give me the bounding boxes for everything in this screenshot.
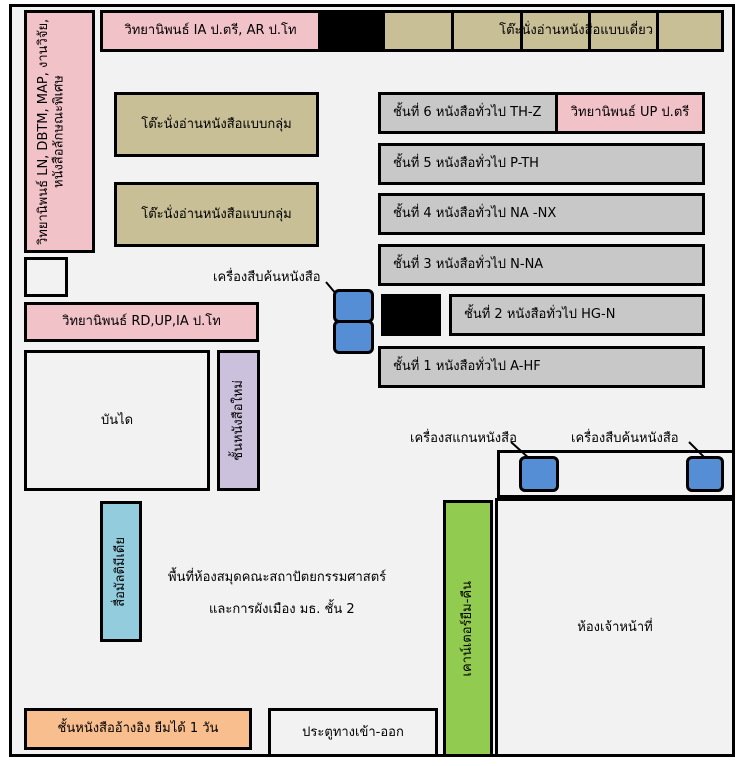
- stairs: บันได: [24, 350, 210, 491]
- shelf-5: ชั้นที่ 5 หนังสือทั่วไป P-TH: [378, 143, 705, 185]
- floor-title-line2: และการผังเมือง มธ. ชั้น 2: [209, 602, 355, 617]
- shelf-5-label: ชั้นที่ 5 หนังสือทั่วไป P-TH: [393, 156, 539, 172]
- reference-shelf: ชั้นหนังสืออ้างอิง ยืมได้ 1 วัน: [24, 708, 252, 750]
- search-terminal-2-label: เครื่องสืบค้นหนังสือ: [571, 431, 679, 446]
- stairs-label: บันได: [100, 412, 134, 428]
- search-terminal-1-label: เครื่องสืบค้นหนังสือ: [213, 270, 321, 285]
- single-reading-tables-label: โต๊ะนั่งอ่านหนังสือแบบเดี่ยว: [499, 23, 653, 39]
- thesis-rd-up-ia-shelf: วิทยานิพนธ์ RD,UP,IA ป.โท: [24, 302, 259, 342]
- table-divider: [520, 10, 523, 52]
- reference-shelf-label: ชั้นหนังสืออ้างอิง ยืมได้ 1 วัน: [57, 721, 219, 737]
- search-terminal-1b[interactable]: [333, 320, 374, 354]
- group-reading-table-2-label: โต๊ะนั่งอ่านหนังสือแบบกลุ่ม: [141, 206, 292, 222]
- single-reading-tables: โต๊ะนั่งอ่านหนังสือแบบเดี่ยว: [382, 10, 724, 52]
- search-terminal-1a[interactable]: [333, 289, 374, 323]
- small-box: [24, 257, 68, 297]
- thesis-up-label: วิทยานิพนธ์ UP ป.ตรี: [570, 105, 690, 121]
- pillar-middle: [381, 294, 441, 336]
- staff-room: ห้องเจ้าหน้าที่: [495, 498, 735, 757]
- thesis-up-shelf: วิทยานิพนธ์ UP ป.ตรี: [555, 92, 705, 134]
- floor-title-line1: พื้นที่ห้องสมุดคณะสถาปัตยกรรมศาสตร์: [168, 570, 387, 585]
- shelf-6-label: ชั้นที่ 6 หนังสือทั่วไป TH-Z: [393, 105, 542, 121]
- group-reading-table-1-label: โต๊ะนั่งอ่านหนังสือแบบกลุ่ม: [141, 116, 292, 132]
- book-scanner-label: เครื่องสแกนหนังสือ: [410, 431, 517, 446]
- shelf-2: ชั้นที่ 2 หนังสือทั่วไป HG-N: [449, 294, 705, 336]
- shelf-4: ชั้นที่ 4 หนังสือทั่วไป NA -NX: [378, 193, 705, 235]
- shelf-1-label: ชั้นที่ 1 หนังสือทั่วไป A-HF: [393, 359, 541, 375]
- search-terminal-2[interactable]: [686, 456, 724, 492]
- circulation-counter-label: เคาน์เตอร์ยืม-คืน: [460, 580, 476, 677]
- new-books-shelf: ชั้นหนังสือใหม่: [217, 350, 260, 491]
- group-reading-table-2: โต๊ะนั่งอ่านหนังสือแบบกลุ่ม: [114, 182, 319, 247]
- new-books-label: ชั้นหนังสือใหม่: [230, 380, 246, 461]
- thesis-ln-special-shelf: วิทยานิพนธ์ LN, DBTM, MAP, งานวิจัย, หนั…: [24, 10, 95, 253]
- thesis-ia-ar-shelf: วิทยานิพนธ์ IA ป.ตรี, AR ป.โท: [100, 10, 321, 52]
- multimedia-label: สื่อมัลติมีเดีย: [113, 536, 129, 607]
- table-divider: [656, 10, 659, 52]
- circulation-counter: เคาน์เตอร์ยืม-คืน: [443, 500, 493, 757]
- shelf-1: ชั้นที่ 1 หนังสือทั่วไป A-HF: [378, 346, 705, 388]
- entrance-label: ประตูทางเข้า-ออก: [302, 724, 404, 740]
- multimedia-shelf: สื่อมัลติมีเดีย: [100, 501, 142, 642]
- table-divider: [588, 10, 591, 52]
- shelf-3: ชั้นที่ 3 หนังสือทั่วไป N-NA: [378, 244, 705, 286]
- thesis-ia-ar-label: วิทยานิพนธ์ IA ป.ตรี, AR ป.โท: [124, 23, 297, 39]
- shelf-3-label: ชั้นที่ 3 หนังสือทั่วไป N-NA: [393, 257, 544, 273]
- thesis-rd-up-ia-label: วิทยานิพนธ์ RD,UP,IA ป.โท: [62, 314, 221, 330]
- shelf-6: ชั้นที่ 6 หนังสือทั่วไป TH-Z: [378, 92, 558, 134]
- entrance[interactable]: ประตูทางเข้า-ออก: [268, 708, 438, 757]
- table-divider: [451, 10, 454, 52]
- pillar-top: [320, 10, 383, 52]
- shelf-4-label: ชั้นที่ 4 หนังสือทั่วไป NA -NX: [393, 206, 557, 222]
- shelf-2-label: ชั้นที่ 2 หนังสือทั่วไป HG-N: [464, 307, 616, 323]
- thesis-ln-special-label: วิทยานิพนธ์ LN, DBTM, MAP, งานวิจัย, หนั…: [35, 18, 67, 245]
- book-scanner[interactable]: [519, 456, 559, 492]
- group-reading-table-1: โต๊ะนั่งอ่านหนังสือแบบกลุ่ม: [114, 92, 319, 157]
- staff-room-label: ห้องเจ้าหน้าที่: [577, 619, 653, 635]
